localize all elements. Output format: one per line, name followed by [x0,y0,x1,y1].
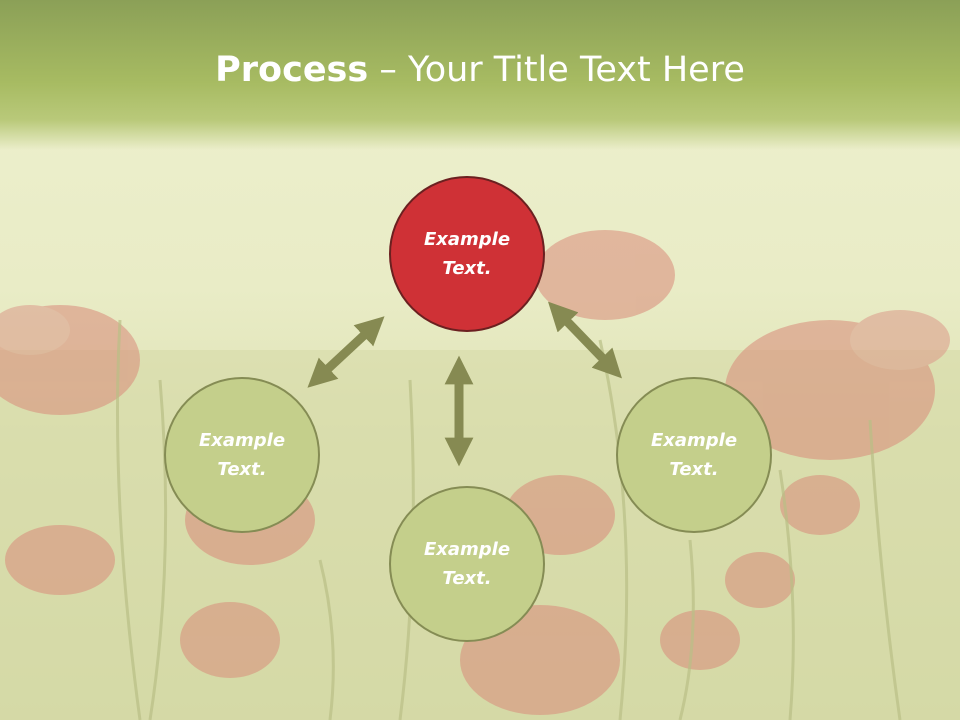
process-node-right: Example Text. [616,377,772,533]
node-label: Example Text. [198,430,286,480]
process-node-top: Example Text. [389,176,545,332]
node-label: Example Text. [650,430,738,480]
arrow-top-right [548,301,622,379]
process-node-left: Example Text. [164,377,320,533]
title-bold: Process [215,50,369,90]
node-label: Example Text. [423,539,511,589]
slide-title: Process – Your Title Text Here [0,50,960,90]
node-label: Example Text. [423,229,511,279]
title-bar [0,0,960,150]
process-node-bottom: Example Text. [389,486,545,642]
title-rest: – Your Title Text Here [368,50,745,90]
arrow-top-left [307,316,385,388]
